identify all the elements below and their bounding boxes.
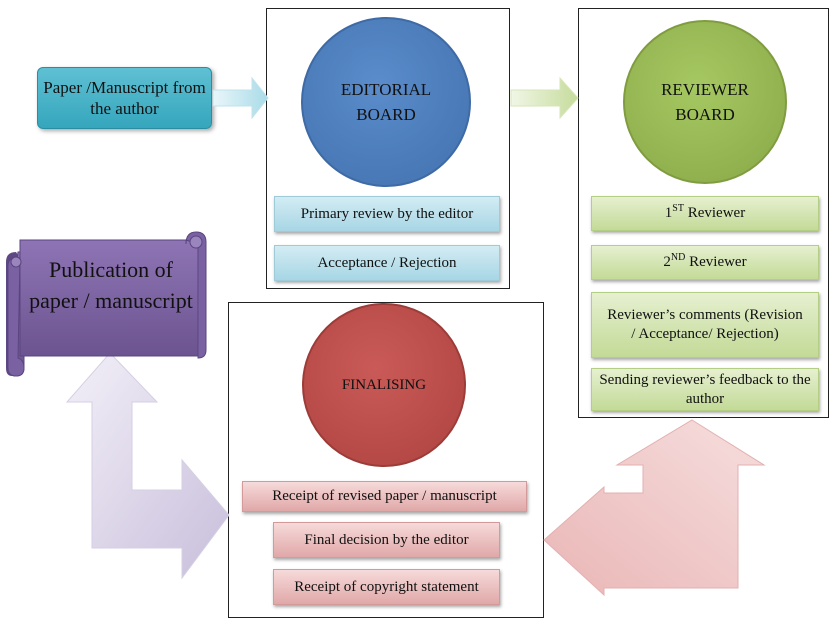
finalising-step-2: Final decision by the editor	[273, 522, 500, 558]
editorial-step-2: Acceptance / Rejection	[274, 245, 500, 281]
source-text: Paper /Manuscript from the author	[43, 78, 206, 118]
publication-scroll	[6, 231, 207, 377]
editorial-title: EDITORIAL BOARD	[340, 80, 432, 124]
reviewer-circle	[623, 20, 787, 184]
reviewer-title: REVIEWER BOARD	[661, 80, 749, 124]
arrow-to-editorial	[212, 76, 269, 120]
editorial-circle	[301, 17, 471, 187]
finalising-step-3: Receipt of copyright statement	[273, 569, 500, 605]
reviewer-step-feedback: Sending reviewer’s feedback to the autho…	[591, 368, 819, 411]
first-reviewer-label: 1ST Reviewer	[664, 203, 746, 222]
arrow-to-finalising	[543, 419, 766, 597]
finalising-circle	[302, 303, 466, 467]
second-reviewer-label: 2ND Reviewer	[663, 252, 747, 271]
editorial-step-1: Primary review by the editor	[274, 196, 500, 232]
source-box: Paper /Manuscript from the author	[37, 67, 212, 129]
reviewer-step-comments: Reviewer’s comments (Revision / Acceptan…	[591, 292, 819, 358]
arrow-to-reviewer	[510, 76, 579, 120]
finalising-step-1: Receipt of revised paper / manuscript	[242, 481, 527, 512]
finalising-title: FINALISING	[341, 376, 427, 393]
arrow-to-publication	[65, 352, 230, 580]
publication-text: Publication of paper / manuscript	[29, 257, 193, 313]
reviewer-step-second: 2ND Reviewer	[591, 245, 819, 280]
reviewer-step-first: 1ST Reviewer	[591, 196, 819, 231]
